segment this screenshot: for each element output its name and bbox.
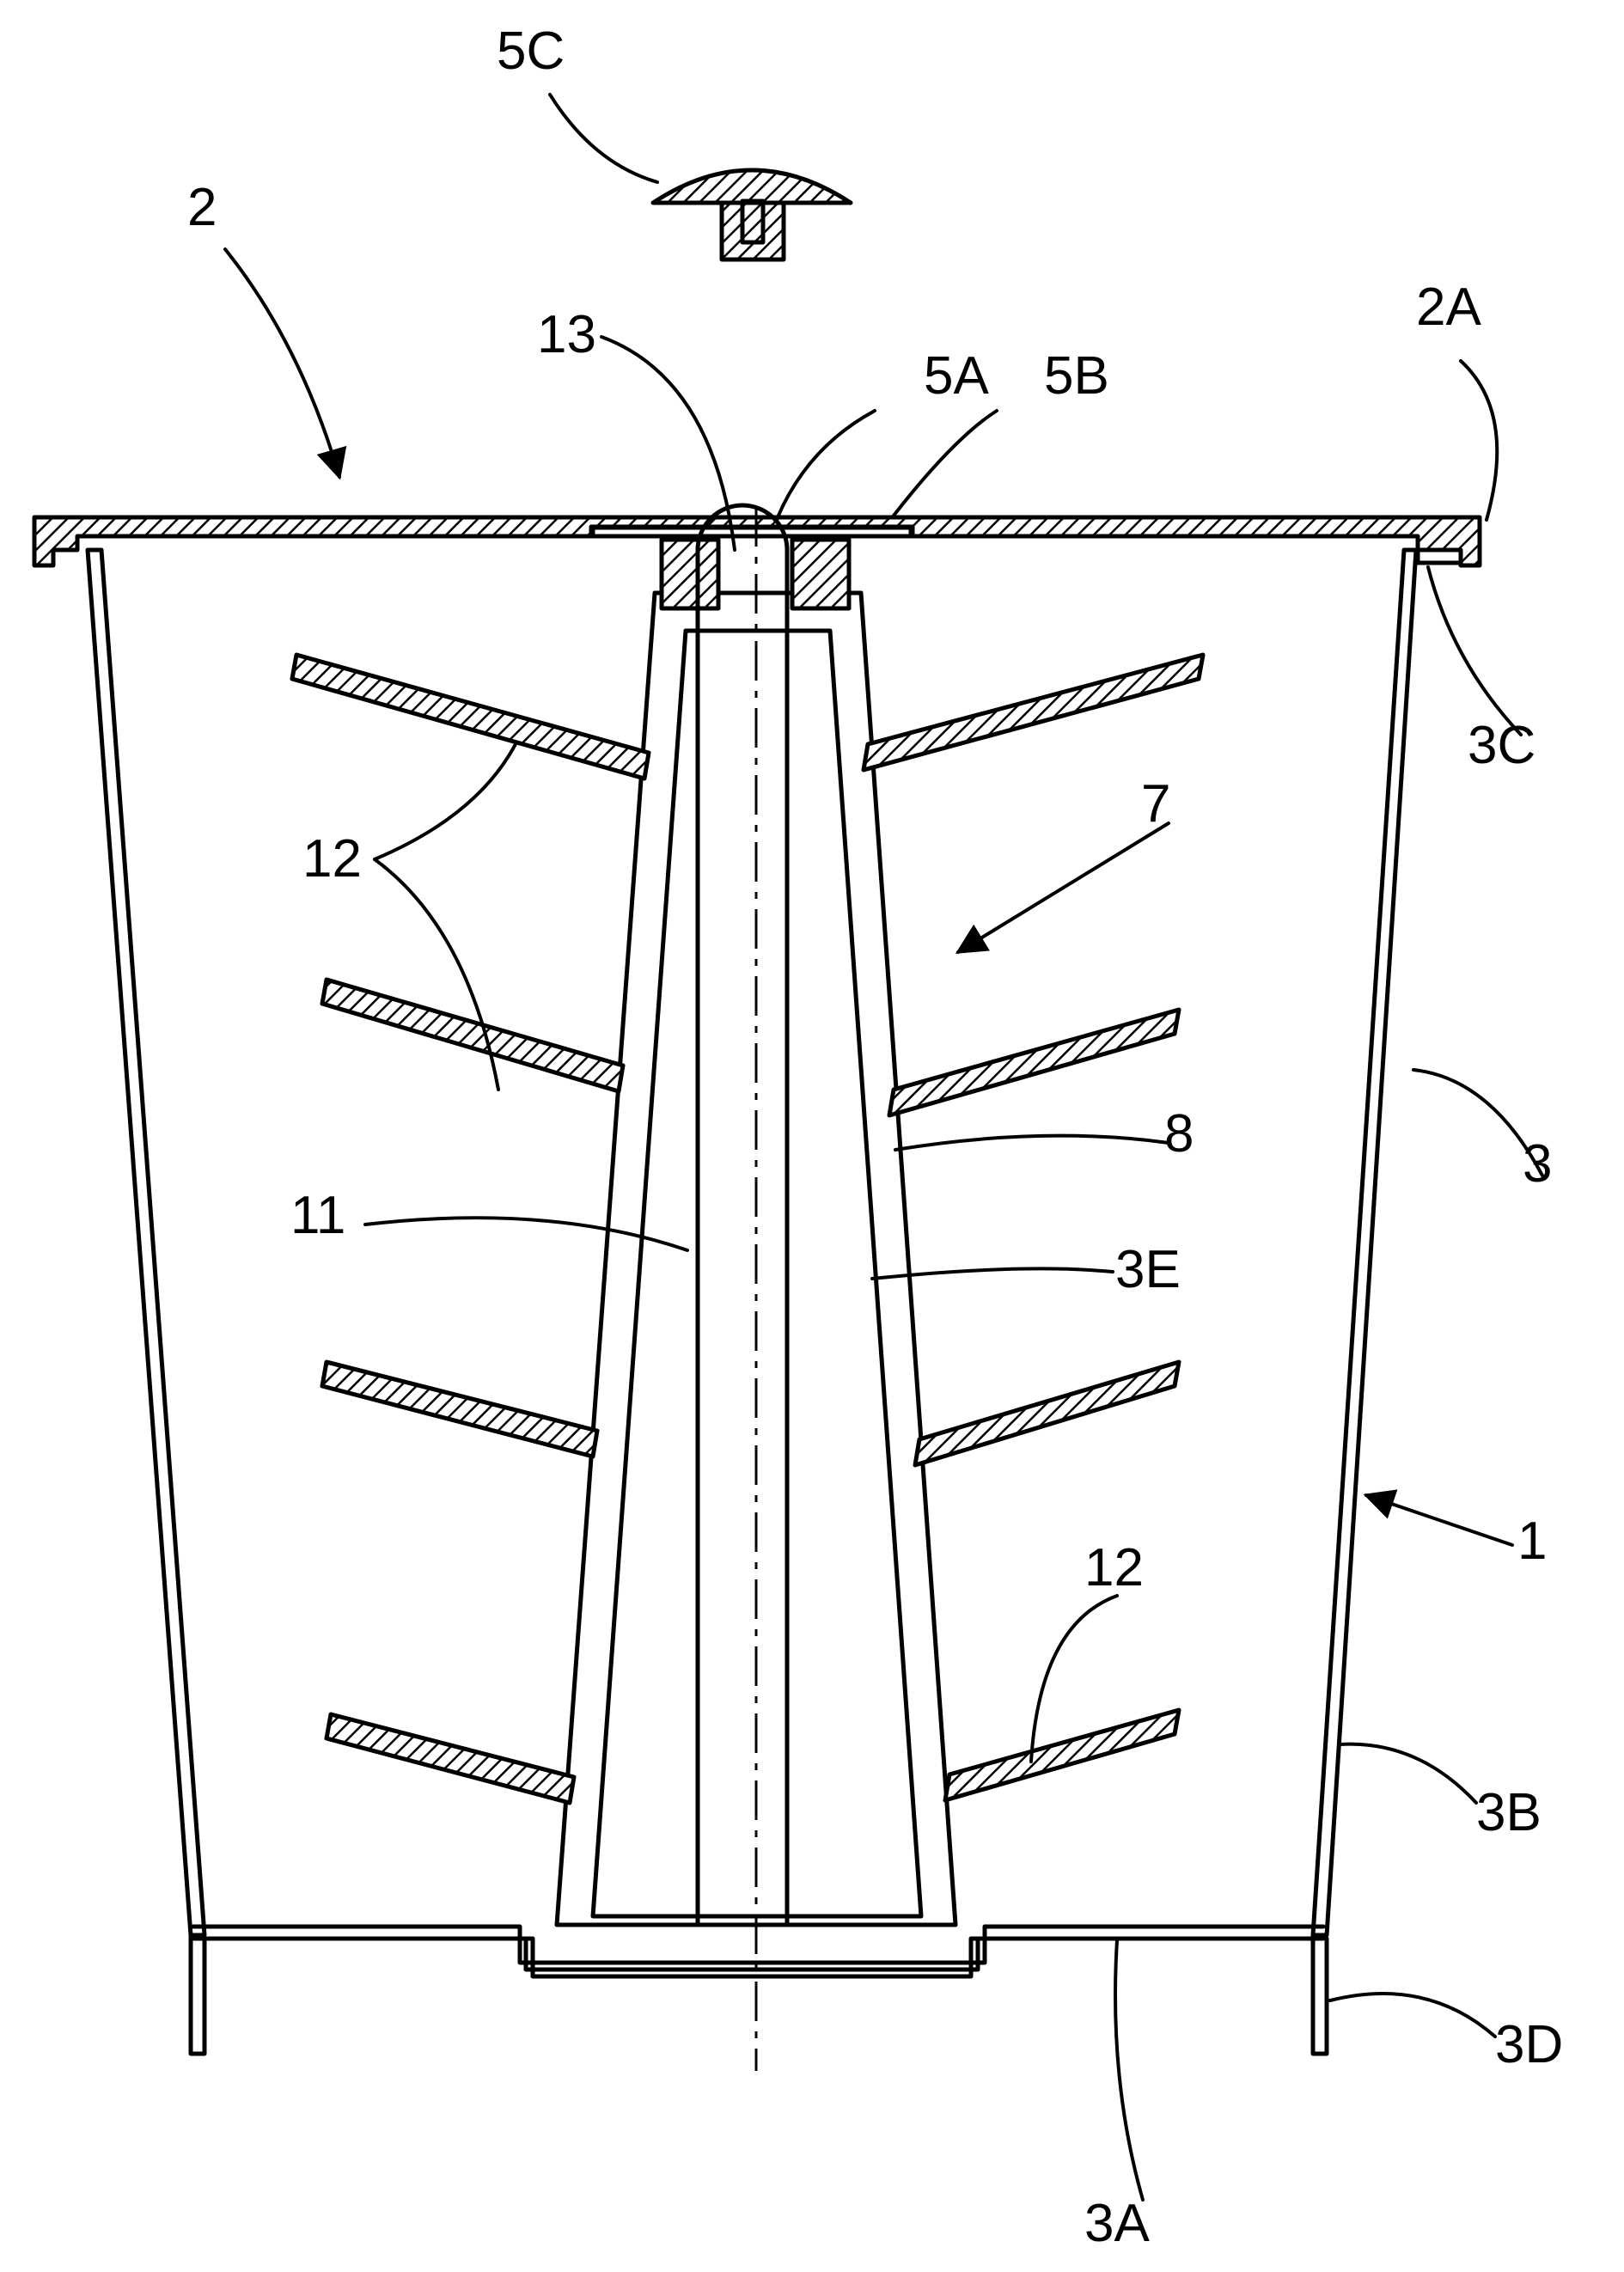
label-13: 13	[537, 305, 596, 364]
collar-left	[662, 540, 718, 608]
lid-seal-5a	[591, 527, 913, 536]
label-12-bottom: 12	[1084, 1538, 1144, 1597]
label-8: 8	[1164, 1104, 1194, 1163]
label-11: 11	[290, 1186, 345, 1245]
inner-slot	[698, 505, 787, 1925]
leader-lines	[225, 95, 1542, 2200]
fin-left-4	[327, 1714, 574, 1803]
collar-right	[792, 540, 849, 608]
fin-right-3	[915, 1362, 1179, 1465]
label-7: 7	[1141, 774, 1170, 834]
fin-right-2	[889, 1010, 1179, 1115]
label-2a: 2A	[1416, 278, 1481, 337]
label-3e: 3E	[1115, 1240, 1181, 1299]
label-12-top: 12	[302, 829, 362, 889]
outer-cup	[88, 550, 1416, 2054]
cap-5c	[653, 170, 851, 260]
label-3: 3	[1523, 1134, 1552, 1194]
fin-left-1	[292, 655, 649, 779]
fin-left-3	[322, 1362, 597, 1457]
label-3b: 3B	[1476, 1783, 1542, 1842]
fin-right-4	[945, 1710, 1179, 1800]
label-1: 1	[1517, 1512, 1547, 1571]
label-3c: 3C	[1468, 716, 1535, 775]
label-5c: 5C	[497, 21, 565, 81]
label-3a: 3A	[1084, 2194, 1150, 2253]
label-5a: 5A	[924, 346, 989, 406]
fins	[292, 655, 1203, 1803]
label-3d: 3D	[1495, 2015, 1563, 2074]
label-5b: 5B	[1044, 346, 1109, 406]
label-2: 2	[187, 178, 217, 237]
fin-right-1	[864, 655, 1203, 770]
